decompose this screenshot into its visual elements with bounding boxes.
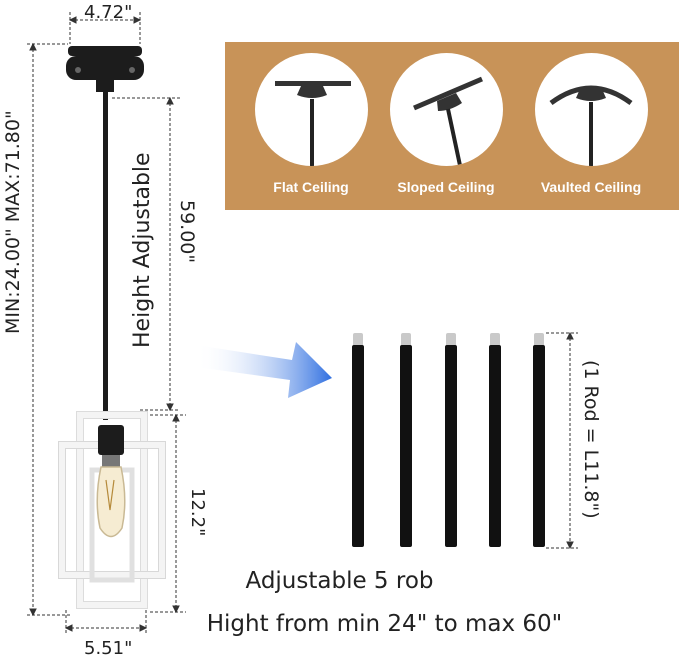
blue-arrow-icon [196, 342, 332, 398]
light-bulb [96, 466, 126, 538]
sloped-ceiling-label: Sloped Ceiling [397, 179, 495, 195]
vaulted-ceiling-label: Vaulted Ceiling [540, 179, 642, 195]
rod-1 [352, 333, 364, 547]
rod-note-label: (1 Rod = L11.8") [580, 360, 602, 519]
caption-line-1: Adjustable 5 rob [245, 568, 434, 594]
cage-height-dimension [150, 413, 186, 614]
canopy-width-label: 4.72" [84, 2, 133, 23]
cage-width-label: 5.51" [84, 638, 133, 659]
rod-length-label: 59.00" [176, 200, 198, 264]
flat-ceiling-label: Flat Ceiling [273, 179, 349, 195]
extension-rods [352, 333, 545, 547]
rod-3 [445, 333, 457, 547]
canopy-width-dimension [68, 12, 142, 44]
ceiling-types-panel: Flat Ceiling Sloped Ceiling Vaulted Ceil… [225, 42, 679, 210]
vaulted-ceiling-icon [535, 53, 648, 166]
cage-height-label: 12.2" [187, 488, 208, 537]
rod-length-dimension [112, 96, 180, 412]
cage-width-dimension [64, 610, 148, 634]
canopy [66, 46, 144, 92]
single-rod-dimension [546, 331, 578, 550]
total-height-dimension [27, 42, 70, 617]
caption-line-2: Hight from min 24" to max 60" [206, 611, 563, 637]
lamp-cage [58, 411, 166, 609]
rod-4 [489, 333, 501, 547]
sloped-ceiling-icon [390, 53, 503, 166]
fixture-rod [103, 90, 108, 420]
lamp-socket [98, 425, 124, 467]
height-adjustable-label: Height Adjustable [130, 152, 155, 348]
total-height-label: MIN:24.00" MAX:71.80" [2, 110, 24, 334]
rod-2 [400, 333, 412, 547]
rod-5 [533, 333, 545, 547]
flat-ceiling-icon [255, 53, 368, 166]
